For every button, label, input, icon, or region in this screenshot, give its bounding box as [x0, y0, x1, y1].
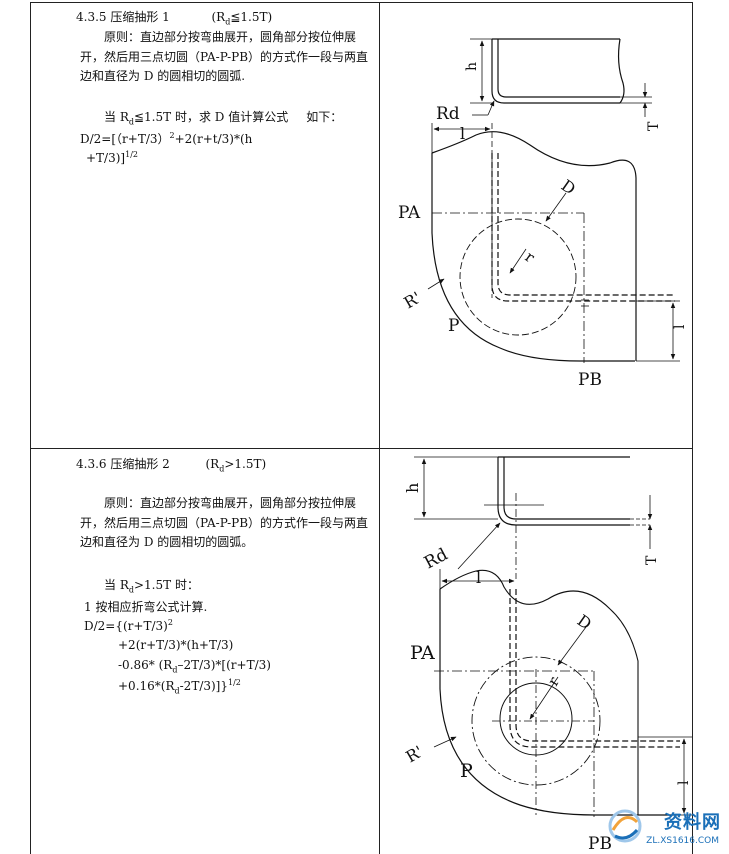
label-t: T [644, 555, 660, 565]
watermark-url: ZL.XS1616.COM [646, 836, 719, 846]
label-pa: PA [398, 203, 421, 223]
formula-sup: 1/2 [228, 678, 241, 687]
formula-sup: 1/2 [125, 150, 138, 159]
when-sub: d [128, 117, 134, 127]
formula-2-line-2: +2(r+T/3)*(h+T/3) [118, 638, 234, 652]
section-title-2: 4.3.6 压缩抽形 2 (Rd>1.5T) [76, 457, 267, 474]
watermark-swirl-icon [608, 809, 642, 843]
label-r: r [544, 673, 564, 689]
formula-part: D/2={(r+T/3) [84, 619, 168, 633]
label-rd: Rd [436, 104, 460, 124]
label-pb: PB [588, 834, 612, 854]
principle-paragraph-2: 原则：直边部分按弯曲展开，圆角部分按拉伸展开，然后用三点切圆（PA-P-PB）的… [80, 496, 369, 549]
formula-2-line-3: -0.86* (Rd–2T/3)*[(r+T/3) [118, 658, 271, 674]
drawing-case-2: h Rd T l D PA r R' P l PB [403, 456, 692, 854]
when-suffix: 如下： [306, 110, 343, 124]
formula-part: +0.16*(R [118, 679, 175, 693]
when-rest: >1.5T 时： [133, 578, 199, 592]
condition-r: R [216, 10, 226, 24]
watermark-name: 资料网 [664, 812, 721, 833]
condition-sub: d [219, 464, 225, 474]
label-t: T [646, 121, 662, 131]
principle-paragraph-1: 原则：直边部分按弯曲展开，圆角部分按位伸展开，然后用三点切圆（PA-P-PB）的… [80, 30, 369, 83]
section-title-1: 4.3.5 压缩抽形 1 (Rd≦1.5T) [76, 10, 273, 27]
formula-part: –2T/3)*[(r+T/3) [177, 658, 271, 672]
formula-part: +2(r+t/3)*(h [174, 132, 253, 146]
when-line-2: 当 Rd>1.5T 时： [104, 576, 199, 594]
table-cell-figure-2 [379, 448, 693, 854]
formula-part: +T/3)] [86, 151, 126, 165]
formula-1-line-1: D/2=[（r+T/3）2+2(r+t/3)*(h [80, 130, 252, 147]
formula-sup: 2 [169, 131, 175, 140]
formula-part: -2T/3)]} [179, 679, 228, 693]
drawing-case-1: h Rd T l D PA r R' P l PB [398, 38, 688, 390]
condition-r: R [210, 457, 220, 471]
label-d: D [574, 611, 595, 634]
label-p: P [448, 316, 459, 336]
watermark-logo [605, 806, 723, 848]
label-r: r [522, 248, 539, 267]
label-p: P [460, 760, 473, 782]
condition-sub: d [225, 17, 231, 27]
formula-2-line-1: D/2={(r+T/3)2 [84, 618, 173, 633]
label-rd: Rd [421, 545, 451, 574]
label-h: h [464, 62, 480, 71]
label-h: h [403, 483, 422, 493]
formula-part: D/2=[（r+T/3） [80, 132, 170, 146]
label-r-prime: R' [401, 288, 425, 313]
when-sub: d [128, 585, 134, 595]
label-r-prime: R' [403, 742, 427, 767]
when-rest: ≦1.5T 时，求 D 值计算公式 [133, 110, 289, 124]
formula-part: -0.86* (R [118, 658, 173, 672]
label-pa: PA [410, 642, 435, 664]
condition-rest: ≦1.5T [230, 10, 268, 24]
label-pb: PB [578, 370, 602, 390]
step-1-line: 1 按相应折弯公式计算. [84, 600, 208, 614]
condition-rest: >1.5T) [224, 457, 267, 471]
label-l-right: l [672, 324, 688, 329]
formula-sub: d [174, 686, 180, 696]
section-title-text: 4.3.5 压缩抽形 1 [76, 10, 170, 24]
formula-sub: d [172, 665, 178, 675]
label-d: D [558, 176, 579, 199]
when-prefix: 当 R [104, 110, 129, 124]
label-l-right: l [676, 780, 692, 785]
label-l-top: l [460, 124, 465, 143]
when-prefix: 当 R [104, 578, 129, 592]
section-title-text: 4.3.6 压缩抽形 2 [76, 457, 170, 471]
formula-2-line-4: +0.16*(Rd-2T/3)]}1/2 [118, 678, 241, 695]
formula-sup: 2 [167, 618, 173, 627]
label-l-top: l [476, 568, 481, 587]
when-line-1: 当 Rd≦1.5T 时，求 D 值计算公式 如下： [104, 108, 342, 126]
formula-1-line-2: +T/3)]1/2 [86, 150, 138, 165]
